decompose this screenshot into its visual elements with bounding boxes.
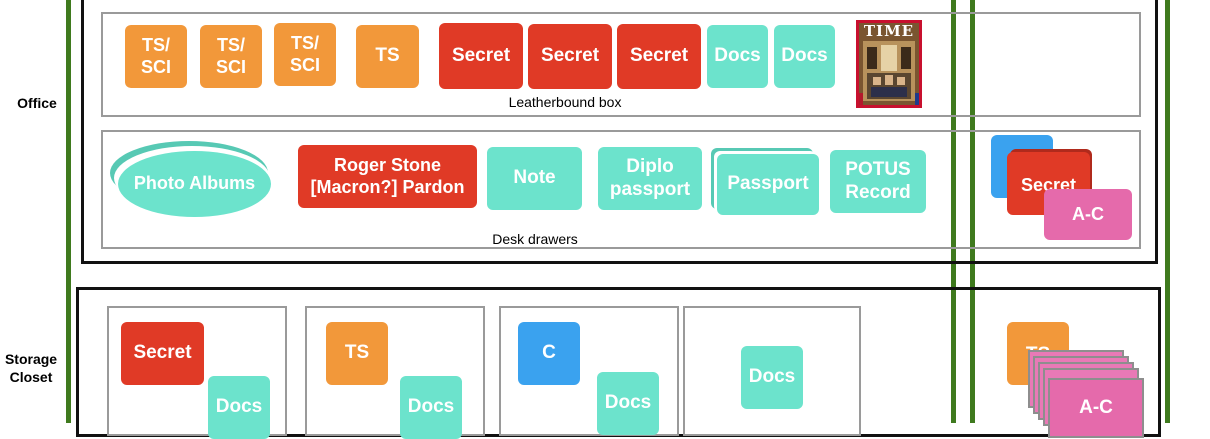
tile-line: POTUS xyxy=(845,158,911,180)
roger-stone-pardon-tile: Roger Stone[Macron?] Pardon xyxy=(298,145,477,208)
desk-drawers-caption: Desk drawers xyxy=(492,231,578,247)
tile-line: TS/ xyxy=(290,32,319,53)
tile-line: [Macron?] Pardon xyxy=(310,176,465,197)
note-tile: Note xyxy=(487,147,582,210)
storage-box-4-docs-tile: Docs xyxy=(741,346,803,409)
row-label-office: Office xyxy=(17,95,57,111)
secret-tile-1: Secret xyxy=(439,23,523,89)
storage-box-2-docs-tile: Docs xyxy=(400,376,462,439)
column-divider-right xyxy=(970,0,975,423)
row-label-storage-line1: Storage xyxy=(4,351,58,367)
row-label-storage-closet: Storage Closet xyxy=(0,350,62,386)
office-container xyxy=(81,0,1158,264)
time-cover-artwork xyxy=(859,23,919,105)
leatherbound-caption: Leatherbound box xyxy=(508,94,622,110)
outer-right-border xyxy=(1165,0,1170,423)
tile-line: Roger Stone xyxy=(333,154,441,175)
tile-line: Record xyxy=(845,181,911,203)
ts-sci-tile-3: TS/SCI xyxy=(274,23,336,86)
leatherbound-box xyxy=(101,12,1141,117)
docs-tile-1: Docs xyxy=(707,25,768,88)
storage-box-3-docs-tile: Docs xyxy=(597,372,659,435)
row-label-storage-line2: Closet xyxy=(9,369,53,386)
storage-box-1-docs-tile: Docs xyxy=(208,376,270,439)
secret-tile-3: Secret xyxy=(617,24,701,89)
photo-albums-tile: Photo Albums xyxy=(118,151,271,217)
tile-line: TS/ xyxy=(216,34,245,55)
tile-line: SCI xyxy=(289,54,320,75)
office-side-ac-tile: A-C xyxy=(1044,189,1132,240)
tile-line: Diplo xyxy=(626,155,674,177)
ts-sci-tile-2: TS/SCI xyxy=(200,25,262,88)
storage-side-ac-tile: A-C xyxy=(1048,378,1144,438)
time-cover-title: TIME xyxy=(863,22,915,40)
storage-box-2-ts-tile: TS xyxy=(326,322,388,385)
ts-tile: TS xyxy=(356,25,419,88)
desk-drawers-box xyxy=(101,130,1141,249)
storage-box-1-secret-tile: Secret xyxy=(121,322,204,385)
tile-line: SCI xyxy=(140,56,171,77)
tile-line: passport xyxy=(609,178,691,200)
column-divider-left xyxy=(951,0,956,423)
tile-line: SCI xyxy=(215,56,246,77)
passport-tile: Passport xyxy=(717,154,819,215)
docs-tile-2: Docs xyxy=(774,25,835,88)
ts-sci-tile-1: TS/SCI xyxy=(125,25,187,88)
outer-left-border xyxy=(66,0,71,423)
storage-box-3-c-tile: C xyxy=(518,322,580,385)
tile-line: TS/ xyxy=(141,34,170,55)
time-magazine-cover-image: TIME xyxy=(856,20,922,108)
secret-tile-2: Secret xyxy=(528,24,612,89)
